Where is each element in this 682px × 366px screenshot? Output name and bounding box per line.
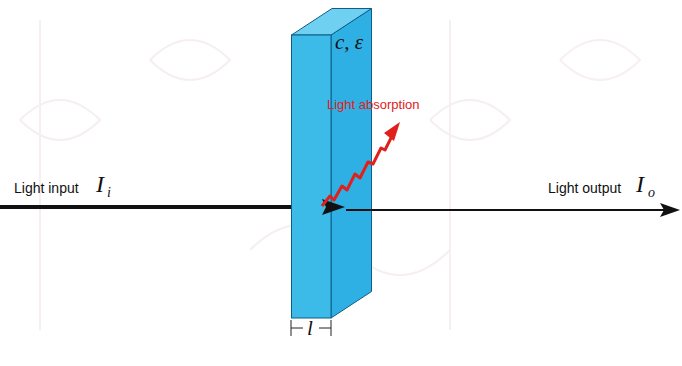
- input-arrowhead: [322, 199, 345, 215]
- absorption-arrowhead: [384, 122, 400, 141]
- subscript: i: [107, 186, 111, 200]
- intensity-symbol: I: [636, 172, 644, 196]
- path-length-label: l: [307, 318, 313, 339]
- absorption-label: Light absorption: [327, 98, 420, 111]
- input-beam: [0, 205, 330, 209]
- cuvette-front: [292, 35, 332, 318]
- absorption-zigzag: [322, 136, 392, 206]
- cuvette-side: [331, 9, 372, 319]
- output-arrowhead: [660, 203, 680, 217]
- beam-label: Light output: [548, 181, 621, 195]
- beam-label: Light input: [14, 181, 79, 195]
- cuvette-shape: [291, 8, 372, 320]
- output-beam: [346, 209, 668, 211]
- subscript: o: [648, 186, 655, 200]
- concentration-label: c, ε: [335, 30, 363, 55]
- intensity-symbol: I: [96, 172, 104, 196]
- sample-cuvette: c, ε: [291, 8, 372, 320]
- watermark: [20, 20, 640, 330]
